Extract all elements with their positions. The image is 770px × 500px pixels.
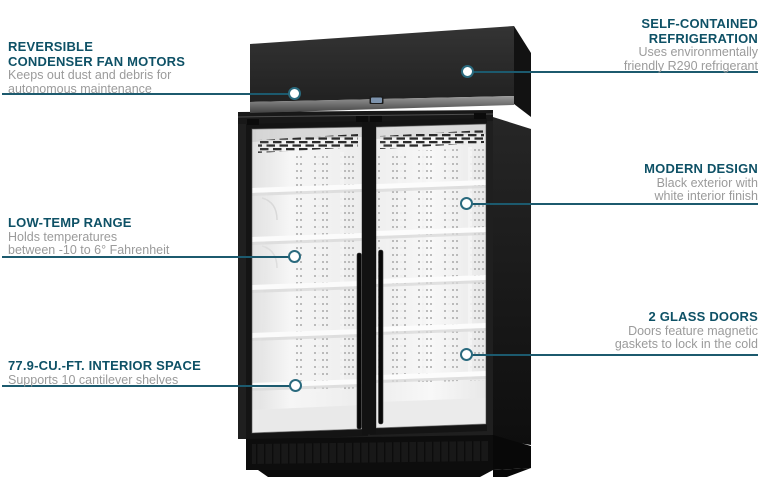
callout-title: 77.9-CU.-FT. INTERIOR SPACE bbox=[8, 358, 268, 374]
callout-description-line: Keeps out dust and debris for bbox=[8, 68, 172, 82]
callout-line-self-contained-refrigeration bbox=[468, 71, 758, 73]
callout-dot-condenser-fan-motors bbox=[288, 87, 301, 100]
callout-description-line: Holds temperatures bbox=[8, 229, 118, 244]
left-door-handle bbox=[356, 252, 362, 430]
cabinet-right-side bbox=[493, 117, 531, 445]
callout-title-line: CONDENSER FAN MOTORS bbox=[8, 53, 186, 69]
left-door-interior bbox=[252, 127, 362, 433]
right-door-handle bbox=[378, 249, 384, 425]
callout-description-line: gaskets to lock in the cold bbox=[614, 337, 758, 351]
callout-title: MODERN DESIGN bbox=[538, 161, 758, 177]
callout-description: Supports 10 cantilever shelves bbox=[8, 372, 268, 388]
left-vent-grille bbox=[258, 134, 358, 153]
callout-title: 2 GLASS DOORS bbox=[538, 309, 758, 325]
right-door-interior bbox=[376, 124, 486, 428]
hinge-icon bbox=[356, 116, 368, 122]
callout-title-line: REFRIGERATION bbox=[648, 30, 758, 46]
callout-title: LOW-TEMP RANGE bbox=[8, 215, 248, 231]
center-mullion bbox=[362, 121, 376, 435]
callout-title: SELF-CONTAINED REFRIGERATION bbox=[538, 16, 758, 46]
callout-description: Black exterior with white interior finis… bbox=[538, 175, 758, 204]
right-door-shelves bbox=[376, 180, 486, 383]
callout-line-modern-design bbox=[467, 203, 758, 205]
callout-description-line: Black exterior with bbox=[656, 175, 758, 190]
callout-dot-glass-doors bbox=[460, 348, 473, 361]
callout-description-line: friendly R290 refrigerant bbox=[623, 58, 758, 73]
callout-dot-modern-design bbox=[460, 197, 473, 210]
callout-description: Doors feature magnetic gaskets to lock i… bbox=[538, 323, 758, 352]
callout-dot-low-temp-range bbox=[288, 250, 301, 263]
callout-description-line: Supports 10 cantilever shelves bbox=[8, 372, 179, 387]
refrigeration-top-box bbox=[250, 26, 531, 117]
callout-glass-doors: 2 GLASS DOORS Doors feature magnetic gas… bbox=[538, 309, 758, 352]
right-vent-grille bbox=[380, 130, 484, 149]
callout-description-line: autonomous maintenance bbox=[8, 81, 152, 96]
callout-condenser-fan-motors: REVERSIBLE CONDENSER FAN MOTORS Keeps ou… bbox=[8, 39, 248, 96]
top-box-front bbox=[250, 26, 514, 102]
callout-title-line: MODERN DESIGN bbox=[644, 161, 758, 176]
callout-line-low-temp-range bbox=[2, 256, 295, 258]
callout-description: Holds temperatures between -10 to 6° Fah… bbox=[8, 229, 248, 258]
callout-dot-interior-space bbox=[289, 379, 302, 392]
door-hardware bbox=[247, 113, 486, 435]
callout-description-line: Uses environmentally bbox=[638, 45, 759, 59]
callout-description-line: Doors feature magnetic bbox=[628, 323, 758, 338]
callout-title-line: SELF-CONTAINED bbox=[641, 16, 758, 31]
callout-description-line: white interior finish bbox=[654, 189, 758, 203]
callout-title-line: 2 GLASS DOORS bbox=[648, 309, 758, 324]
callout-title-line: 77.9-CU.-FT. INTERIOR SPACE bbox=[8, 358, 201, 373]
callout-description-line: between -10 to 6° Fahrenheit bbox=[8, 243, 170, 257]
callout-title-line: LOW-TEMP RANGE bbox=[8, 215, 132, 230]
callout-interior-space: 77.9-CU.-FT. INTERIOR SPACE Supports 10 … bbox=[8, 358, 268, 388]
callout-modern-design: MODERN DESIGN Black exterior with white … bbox=[538, 161, 758, 204]
callout-description: Keeps out dust and debris for autonomous… bbox=[8, 68, 248, 96]
hinge-icon bbox=[247, 119, 259, 125]
canopy-light-strip bbox=[250, 96, 514, 113]
callout-line-interior-space bbox=[2, 385, 296, 387]
callout-low-temp-range: LOW-TEMP RANGE Holds temperatures betwee… bbox=[8, 215, 248, 258]
base-louver bbox=[252, 441, 488, 464]
callout-self-contained-refrigeration: SELF-CONTAINED REFRIGERATION Uses enviro… bbox=[538, 16, 759, 73]
callout-title-line: REVERSIBLE bbox=[8, 39, 94, 54]
callout-dot-self-contained-refrigeration bbox=[461, 65, 474, 78]
hinge-icon bbox=[370, 116, 382, 122]
callout-line-glass-doors bbox=[467, 354, 758, 356]
callout-description: Uses environmentally friendly R290 refri… bbox=[538, 45, 759, 73]
callout-line-condenser-fan-motors bbox=[2, 93, 294, 95]
callout-title: REVERSIBLE CONDENSER FAN MOTORS bbox=[8, 39, 248, 69]
brand-badge bbox=[371, 97, 382, 103]
hinge-icon bbox=[474, 113, 486, 119]
freezer-base bbox=[246, 435, 531, 477]
